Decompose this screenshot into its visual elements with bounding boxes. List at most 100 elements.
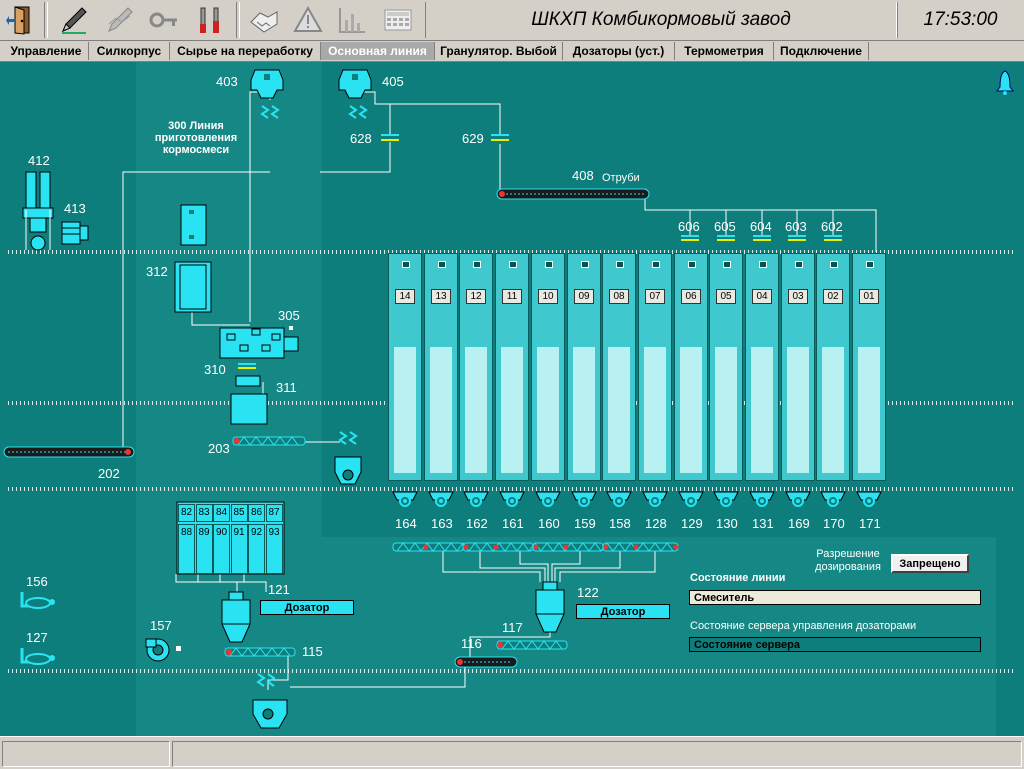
label-gate-603: 603 [785, 219, 807, 234]
storage-bin[interactable]: 09 [567, 253, 601, 481]
feeder-unit[interactable] [498, 490, 526, 508]
bin-number: 13 [431, 289, 451, 304]
tab-connection[interactable]: Подключение [774, 42, 869, 60]
small-bin-cell[interactable]: 90 [213, 524, 230, 574]
label-gate-602: 602 [821, 219, 843, 234]
feeder-unit[interactable] [855, 490, 883, 508]
conveyor-408 [496, 188, 650, 200]
small-bin-cell[interactable]: 86 [248, 504, 265, 522]
feeder-unit[interactable] [641, 490, 669, 508]
feeder-unit[interactable] [677, 490, 705, 508]
feeder-label: 170 [823, 516, 845, 531]
small-bin-cell[interactable]: 82 [178, 504, 195, 522]
label-otrubi: Отруби [602, 172, 640, 184]
tab-raw-materials[interactable]: Сырье на переработку [170, 42, 321, 60]
storage-bin[interactable]: 11 [495, 253, 529, 481]
warning-triangle-icon[interactable] [290, 2, 326, 38]
bin-top-marker [830, 261, 838, 268]
app-title: ШКХП Комбикормовый завод [425, 2, 897, 38]
chart-icon[interactable] [334, 2, 370, 38]
dosing-permission-button[interactable]: Запрещено [891, 554, 969, 573]
permission-caption-line1: Разрешение [816, 548, 880, 560]
label-121: 121 [268, 582, 290, 597]
status-pane-right [172, 741, 1022, 767]
line-300-title: 300 Линия [168, 120, 224, 132]
small-bin-cell[interactable]: 83 [195, 504, 213, 522]
storage-bin[interactable]: 14 [388, 253, 422, 481]
storage-bin[interactable]: 05 [709, 253, 743, 481]
tab-silkorpus[interactable]: Силкорпус [89, 42, 170, 60]
bin-number: 06 [681, 289, 701, 304]
small-bin-cell[interactable]: 88 [178, 524, 195, 574]
tab-granulator[interactable]: Гранулятор. Выбой [435, 42, 563, 60]
label-116: 116 [461, 636, 482, 651]
tab-upravlenie[interactable]: Управление [4, 42, 89, 60]
bin-number: 14 [395, 289, 415, 304]
small-bin-cell[interactable]: 93 [265, 524, 283, 574]
feeder-label: 163 [431, 516, 453, 531]
exit-door-icon[interactable] [4, 2, 40, 38]
handshake-icon[interactable] [246, 2, 282, 38]
small-bin-number: 89 [198, 527, 210, 538]
storage-bin[interactable]: 02 [816, 253, 850, 481]
bin-level-fill [715, 347, 737, 473]
label-157: 157 [150, 618, 172, 633]
label-311: 311 [276, 380, 297, 395]
feeder-unit[interactable] [712, 490, 740, 508]
small-bin-number: 93 [268, 527, 280, 538]
disabled-pen-icon[interactable] [102, 2, 138, 38]
feeder-label: 169 [788, 516, 810, 531]
storage-bin[interactable]: 13 [424, 253, 458, 481]
feeder-unit[interactable] [391, 490, 419, 508]
feeder-unit[interactable] [605, 490, 633, 508]
small-bin-cell[interactable]: 89 [195, 524, 213, 574]
feeder-label: 129 [681, 516, 703, 531]
bin-number: 02 [823, 289, 843, 304]
bin-level-fill [822, 347, 844, 473]
aspirator-403 [250, 69, 284, 119]
storage-bin[interactable]: 12 [459, 253, 493, 481]
storage-bin[interactable]: 10 [531, 253, 565, 481]
doser-121-button[interactable]: Дозатор [260, 600, 354, 615]
feeder-unit[interactable] [819, 490, 847, 508]
key-icon[interactable] [146, 2, 182, 38]
line-300-caption: 300 Линия приготовления кормосмеси [136, 120, 256, 156]
tools-icon[interactable] [192, 2, 228, 38]
feeder-unit[interactable] [570, 490, 598, 508]
feeder-unit[interactable] [427, 490, 455, 508]
small-bin-cell[interactable]: 84 [213, 504, 230, 522]
tab-thermometry[interactable]: Термометрия [675, 42, 774, 60]
bell-icon [996, 70, 1014, 95]
small-bin-cell[interactable]: 92 [248, 524, 265, 574]
storage-bin[interactable]: 03 [781, 253, 815, 481]
feeder-unit[interactable] [784, 490, 812, 508]
label-405: 405 [382, 74, 404, 89]
small-bin-number: 83 [198, 507, 210, 518]
tab-bar: Управление Силкорпус Сырье на переработк… [0, 41, 1024, 62]
small-bin-cell[interactable]: 85 [230, 504, 248, 522]
storage-bin[interactable]: 01 [852, 253, 886, 481]
storage-bin[interactable]: 04 [745, 253, 779, 481]
doser-122-button[interactable]: Дозатор [576, 604, 670, 619]
feeder-unit[interactable] [462, 490, 490, 508]
bin-level-fill [858, 347, 880, 473]
bin-level-fill [751, 347, 773, 473]
pen-edit-icon[interactable] [56, 2, 92, 38]
unit-156 [20, 592, 55, 609]
storage-bin[interactable]: 08 [602, 253, 636, 481]
bin-top-marker [795, 261, 803, 268]
feeder-unit[interactable] [534, 490, 562, 508]
calculator-icon[interactable] [380, 2, 416, 38]
gates-row [681, 235, 842, 241]
tab-dosers[interactable]: Дозаторы (уст.) [563, 42, 675, 60]
elevator-lower [334, 431, 362, 485]
small-bin-cell[interactable]: 87 [265, 504, 283, 522]
bin-level-fill [537, 347, 559, 473]
feeder-unit[interactable] [748, 490, 776, 508]
small-bin-cell[interactable]: 91 [230, 524, 248, 574]
tab-main-line[interactable]: Основная линия [321, 42, 435, 60]
storage-bin[interactable]: 07 [638, 253, 672, 481]
storage-bin[interactable]: 06 [674, 253, 708, 481]
label-403: 403 [216, 74, 238, 89]
fan-413 [61, 221, 89, 245]
